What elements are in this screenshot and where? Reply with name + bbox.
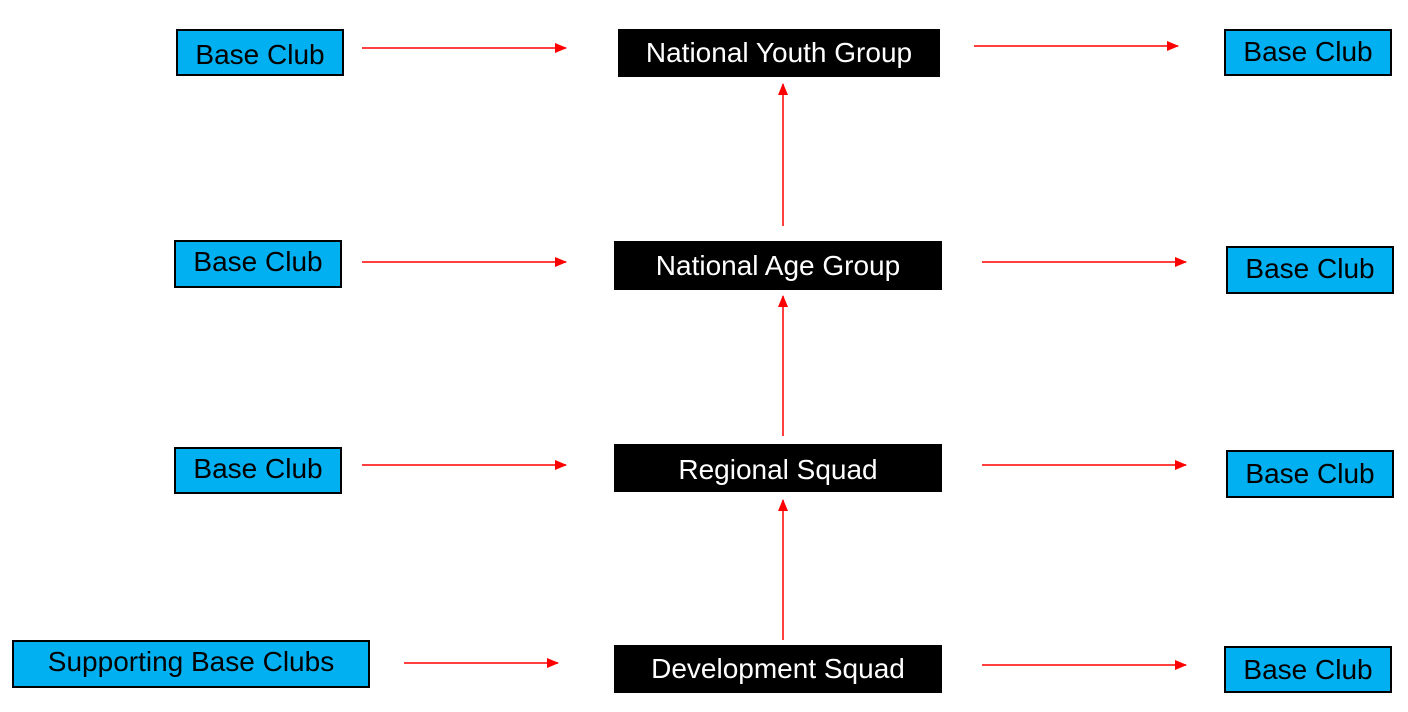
- left-base-club-national-age-group: Base Club: [174, 240, 342, 288]
- right-base-club-national-age-group: Base Club: [1226, 246, 1394, 294]
- left-base-club-regional-squad: Base Club: [174, 447, 342, 494]
- supporting-base-clubs: Supporting Base Clubs: [12, 640, 370, 688]
- level-development-squad: Development Squad: [614, 645, 942, 693]
- level-regional-squad: Regional Squad: [614, 444, 942, 492]
- level-national-age-group: National Age Group: [614, 241, 942, 290]
- right-base-club-national-youth-group: Base Club: [1224, 29, 1392, 76]
- right-base-club-development-squad: Base Club: [1224, 646, 1392, 693]
- right-base-club-regional-squad: Base Club: [1226, 450, 1394, 498]
- left-base-club-national-youth-group: Base Club: [176, 29, 344, 76]
- level-national-youth-group: National Youth Group: [618, 29, 940, 77]
